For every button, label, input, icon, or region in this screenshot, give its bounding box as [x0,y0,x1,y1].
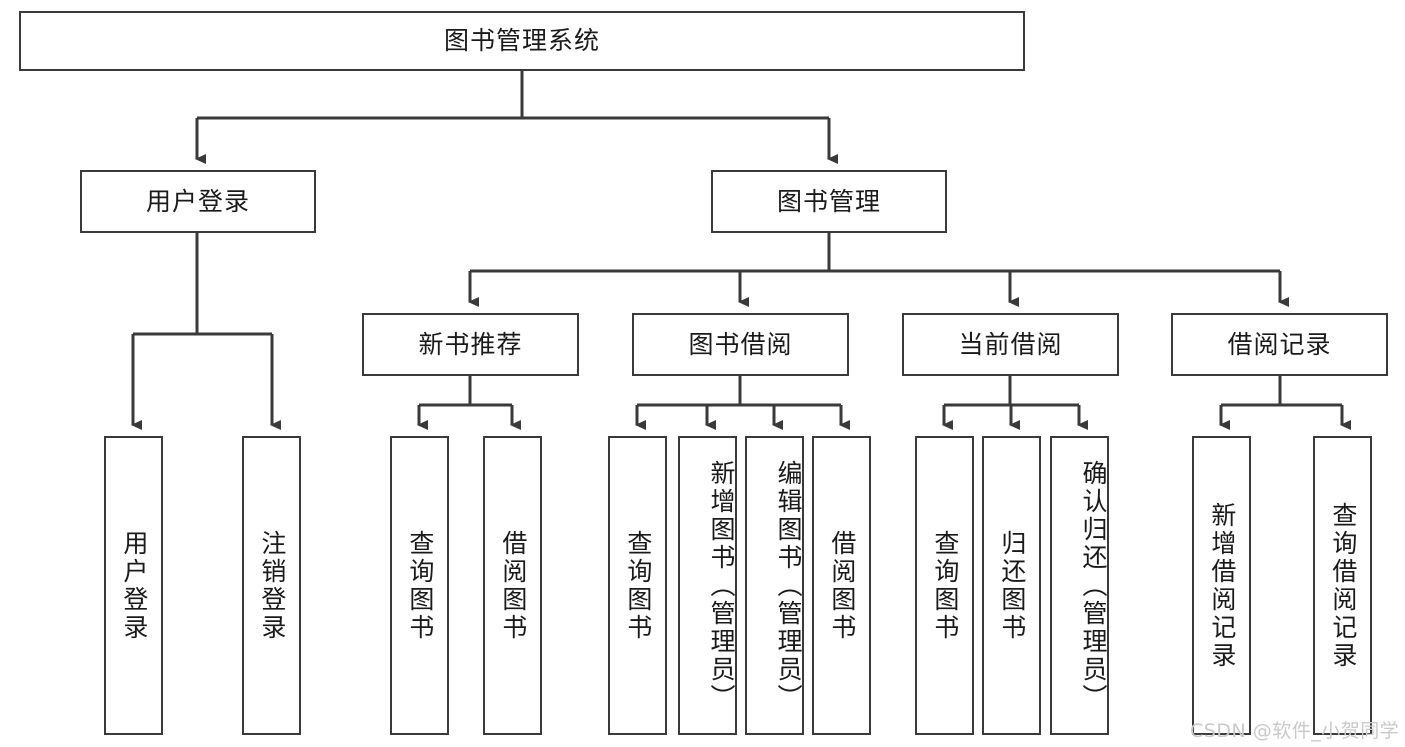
node-label: 图书管理系统 [443,26,600,56]
node-label: 图书管理 [776,186,881,216]
node-root-book-management-system[interactable]: 图书管理系统 [19,11,1025,71]
leaf-borrow-record-add-record[interactable]: 新增借阅记录 [1192,436,1251,735]
node-label: 图书借阅 [688,329,793,359]
node-label: 当前借阅 [958,329,1063,359]
node-label: 借阅记录 [1227,329,1332,359]
node-label: 查询借阅记录 [1328,501,1358,670]
node-label: 注销登录 [257,529,287,642]
leaf-book-borrow-query-book[interactable]: 查询图书 [608,436,667,735]
leaf-new-book-borrow-book[interactable]: 借阅图书 [483,436,542,735]
node-new-book-recommend[interactable]: 新书推荐 [362,313,579,376]
leaf-book-borrow-edit-book-admin[interactable]: 编辑图书（管理员） [745,436,804,735]
node-label: 用户登录 [119,529,149,642]
csdn-watermark: CSDN @软件_小贺同学 [1190,720,1400,742]
leaf-new-book-query-book[interactable]: 查询图书 [390,436,449,735]
node-user-login[interactable]: 用户登录 [80,170,316,233]
node-label: 查询图书 [930,529,960,642]
node-book-borrow[interactable]: 图书借阅 [632,313,849,376]
leaf-user-login-login[interactable]: 用户登录 [104,436,163,735]
leaf-current-borrow-confirm-return-admin[interactable]: 确认归还（管理员） [1050,436,1109,735]
leaf-current-borrow-query-book[interactable]: 查询图书 [915,436,974,735]
node-label: 新增借阅记录 [1207,501,1237,670]
node-label: 新增图书（管理员） [707,459,736,712]
node-book-management[interactable]: 图书管理 [711,170,947,233]
node-label: 用户登录 [145,186,250,216]
node-label: 新书推荐 [418,329,523,359]
node-label: 归还图书 [997,529,1027,642]
node-label: 查询图书 [405,529,435,642]
node-label: 借阅图书 [827,529,857,642]
leaf-book-borrow-add-book-admin[interactable]: 新增图书（管理员） [678,436,737,735]
node-label: 编辑图书（管理员） [774,459,803,712]
leaf-borrow-record-query-record[interactable]: 查询借阅记录 [1313,436,1372,735]
leaf-user-login-logout[interactable]: 注销登录 [242,436,301,735]
node-label: 查询图书 [623,529,653,642]
leaf-book-borrow-borrow-book[interactable]: 借阅图书 [812,436,871,735]
node-label: 确认归还（管理员） [1079,459,1108,712]
leaf-current-borrow-return-book[interactable]: 归还图书 [982,436,1041,735]
node-borrow-record[interactable]: 借阅记录 [1171,313,1388,376]
node-label: 借阅图书 [498,529,528,642]
node-current-borrow[interactable]: 当前借阅 [902,313,1119,376]
